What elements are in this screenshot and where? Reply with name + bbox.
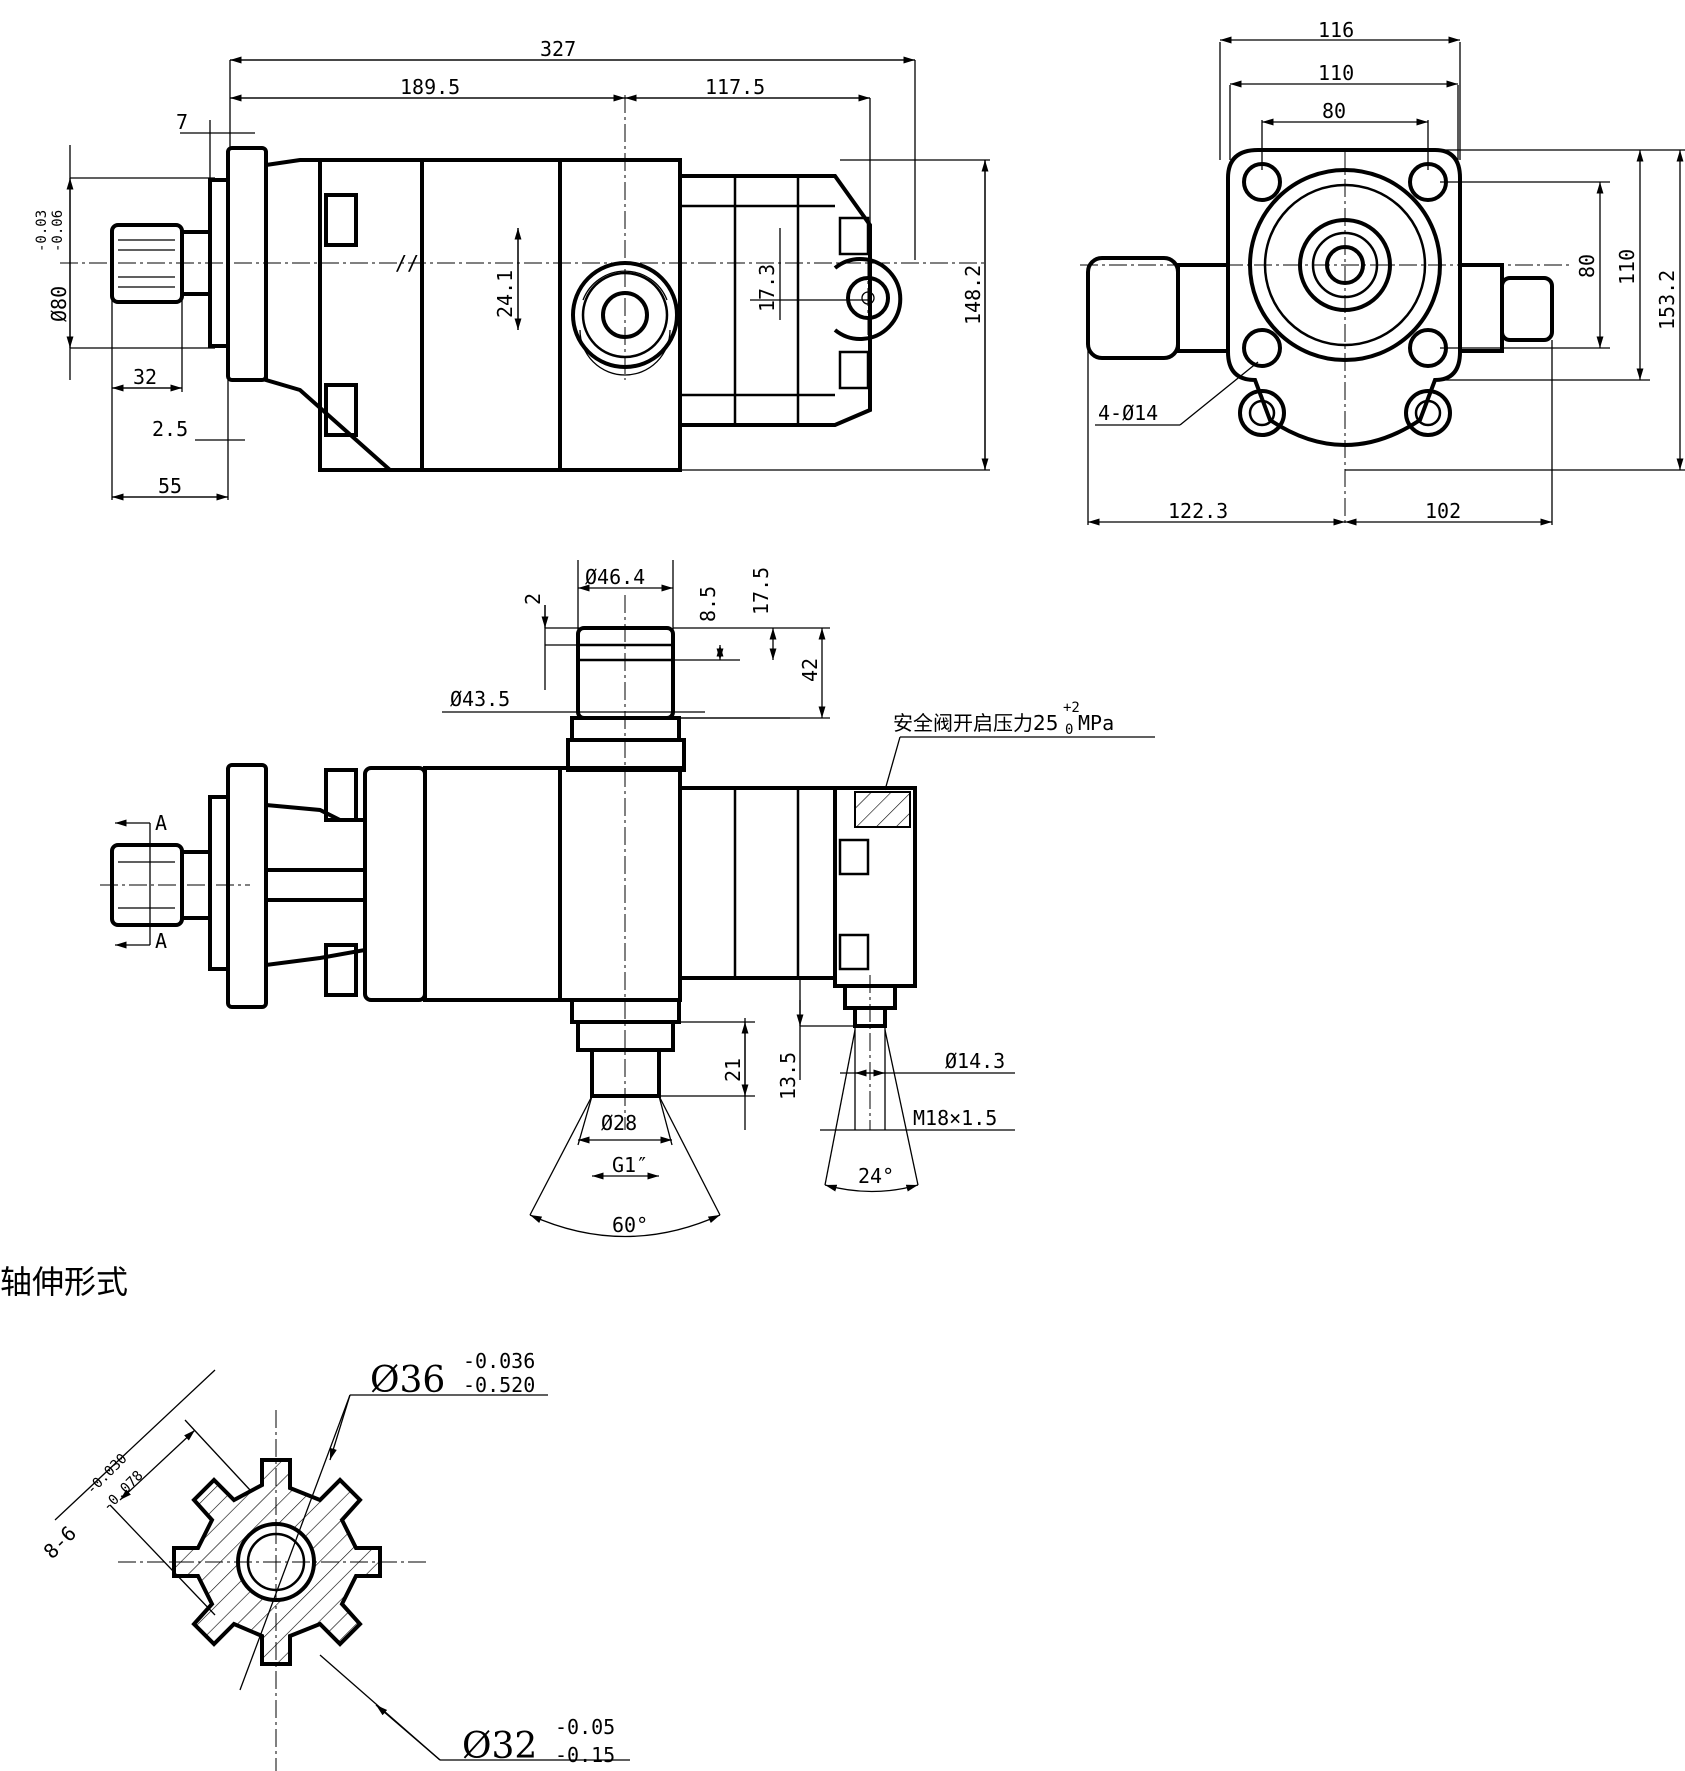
dim-to-port: 189.5 (400, 75, 460, 99)
dim-d435: Ø43.5 (450, 687, 510, 711)
top-view: A A Ø46.4 2 8.5 17.5 42 Ø43.5 安全阀开启压力25 (100, 560, 1155, 1238)
dim-pilot-dia: Ø80 (47, 286, 71, 322)
dim-t175: 17.5 (749, 567, 773, 615)
dim-thread-g: G1″ (612, 1153, 648, 1177)
dim-d28: Ø28 (601, 1111, 637, 1135)
end-view: 116 110 80 80 110 153.2 4-Ø14 122.3 102 (1080, 18, 1685, 526)
dim-thread-m: M18×1.5 (913, 1106, 997, 1130)
minor-tol-upper: -0.05 (555, 1715, 615, 1739)
end-nut-bl (1238, 389, 1286, 437)
end-nut-br (1404, 389, 1452, 437)
relief-unit: MPa (1078, 711, 1114, 735)
top-body-4 (678, 786, 837, 980)
dim-left-ext: 122.3 (1168, 499, 1228, 523)
dim-angle24: 24° (858, 1164, 894, 1188)
side-valve-knob (833, 257, 903, 341)
dim-t85: 8.5 (696, 586, 720, 622)
dim-w110: 110 (1318, 61, 1354, 85)
side-bolt-top (324, 193, 358, 247)
section-a-top: A (155, 811, 167, 835)
dim-w80: 80 (1322, 99, 1346, 123)
dim-h21: 21 (721, 1058, 745, 1082)
top-body-3 (558, 766, 682, 1002)
dim-shaft-total: 55 (158, 474, 182, 498)
top-flange (226, 763, 268, 1009)
end-left-port (1086, 256, 1180, 360)
dim-angle60: 60° (612, 1213, 648, 1237)
side-body-2 (420, 158, 562, 472)
dim-pilot-tol-upper: -0.03 (34, 210, 50, 252)
dim-d46: Ø46.4 (585, 565, 645, 589)
dim-port-to-valve: 117.5 (705, 75, 765, 99)
spline-profile (172, 1458, 382, 1666)
dim-shaft-len: 32 (133, 365, 157, 389)
dim-w116: 116 (1318, 18, 1354, 42)
dim-bolt-holes: 4-Ø14 (1098, 401, 1158, 425)
side-flange (226, 146, 268, 382)
end-right-fitting (1458, 263, 1504, 353)
relief-tol-upper: +2 (1063, 700, 1080, 716)
top-bolt-bottom (324, 943, 358, 997)
major-dia: Ø36 (370, 1360, 445, 1401)
spline-spec: 8-6 (39, 1521, 82, 1564)
dim-flange-thk: 7 (176, 110, 188, 134)
end-bolt-hole-bl (1242, 328, 1282, 368)
dim-right-ext: 102 (1425, 499, 1461, 523)
dim-d143: Ø14.3 (945, 1049, 1005, 1073)
minor-dia: Ø32 (462, 1726, 537, 1767)
dim-port-offset: 24.1 (493, 270, 517, 318)
dim-h153: 153.2 (1655, 270, 1679, 330)
dim-pilot-len: 2.5 (152, 417, 188, 441)
dim-h135: 13.5 (776, 1052, 800, 1100)
section-a-bottom: A (155, 929, 167, 953)
top-body-2 (423, 766, 562, 1002)
dim-t2: 2 (521, 593, 545, 605)
dim-pilot-tol-lower: -0.06 (50, 210, 66, 252)
shaft-section-title: 轴伸形式 (0, 1263, 128, 1301)
svg-text://: // (395, 251, 419, 275)
end-flange (1226, 148, 1462, 447)
side-valve-block (678, 174, 872, 427)
side-body-3 (558, 158, 682, 472)
major-tol-upper: -0.036 (463, 1349, 535, 1373)
side-view: // (34, 37, 990, 501)
dim-valve-offset: 17.3 (755, 264, 779, 312)
top-body-1 (363, 766, 427, 1002)
minor-tol-lower: -0.15 (555, 1743, 615, 1767)
relief-pressure-label: 安全阀开启压力25 (893, 711, 1058, 735)
dim-height: 148.2 (961, 265, 985, 325)
dim-h110: 110 (1615, 249, 1639, 285)
side-bolt-bottom (324, 383, 358, 437)
dim-overall-length: 327 (540, 37, 576, 61)
dim-h42: 42 (798, 658, 822, 682)
shaft-section: 8-6 -0.030 -0.078 Ø36 -0.036 -0.520 Ø32 … (39, 1349, 630, 1771)
relief-tol-lower: 0 (1065, 722, 1073, 738)
top-bolt-top (324, 768, 358, 822)
dim-h80: 80 (1575, 254, 1599, 278)
major-tol-lower: -0.520 (463, 1373, 535, 1397)
